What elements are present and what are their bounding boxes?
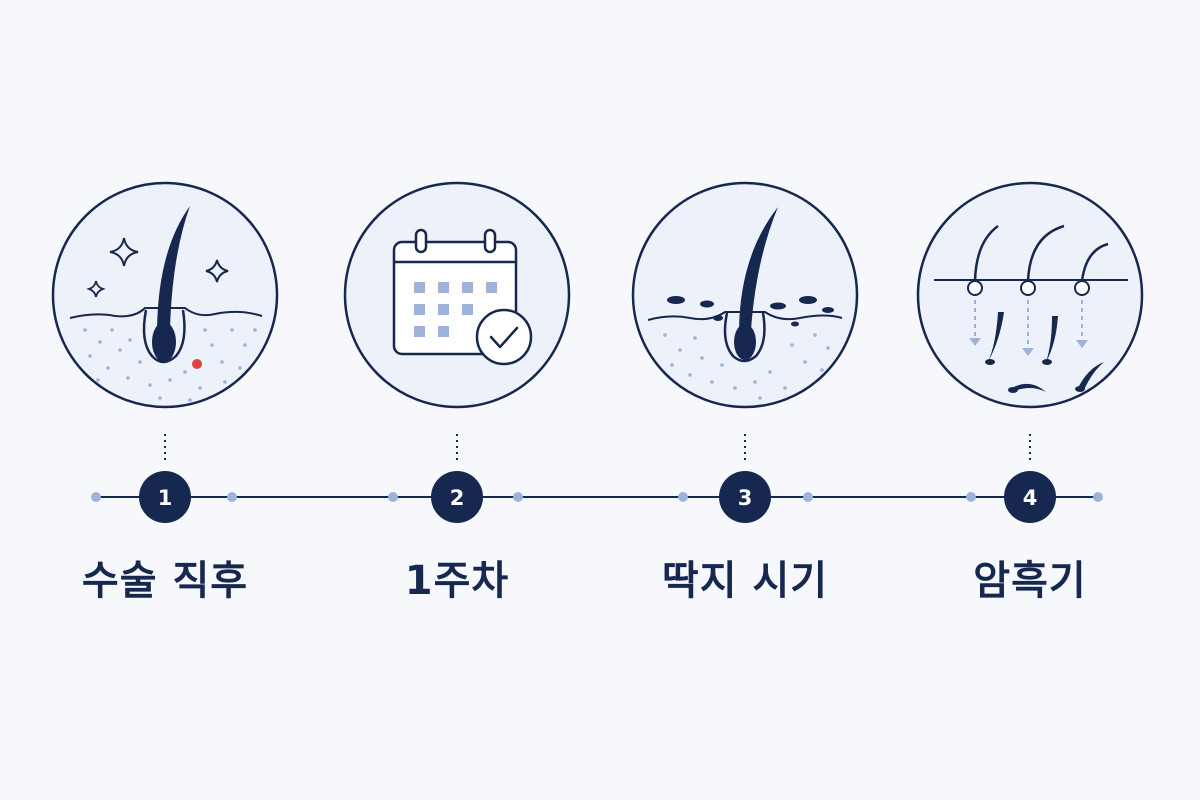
step-label-2: 1주차 <box>404 558 510 604</box>
hair-shedding-icon <box>916 181 1144 409</box>
sparkle-icon <box>205 259 229 283</box>
step-label-1: 수술 직후 <box>81 558 249 604</box>
shedding-arrow-icon <box>974 300 1083 350</box>
svg-text:4: 4 <box>1023 486 1038 510</box>
svg-text:1: 1 <box>158 486 173 510</box>
graft-point-marker <box>192 359 202 369</box>
step-label-4: 암흑기 <box>973 558 1087 604</box>
svg-text:2: 2 <box>450 486 465 510</box>
connector-lines <box>164 434 1031 462</box>
step-badge-1: 1 <box>139 471 191 523</box>
step-label-3: 딱지 시기 <box>661 558 829 604</box>
check-icon <box>489 326 519 349</box>
hair-follicle-scab-icon <box>631 181 859 409</box>
sparkle-icon <box>109 237 139 267</box>
step-badge-4: 4 <box>1004 471 1056 523</box>
step-badge-3: 3 <box>719 471 771 523</box>
sparkle-icon <box>86 280 106 298</box>
timeline-dots <box>91 492 1103 502</box>
svg-text:3: 3 <box>738 486 753 510</box>
step-badge-2: 2 <box>431 471 483 523</box>
calendar-check-icon <box>343 181 571 409</box>
hair-follicle-sparkle-icon <box>51 181 279 409</box>
